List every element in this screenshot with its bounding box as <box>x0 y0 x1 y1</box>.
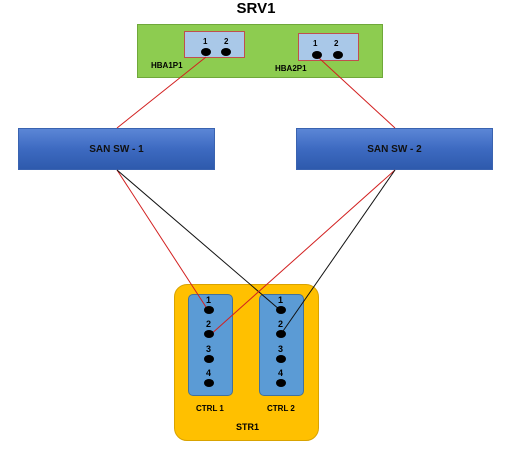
hba1-port-1-label: 1 <box>203 37 208 46</box>
storage-label: STR1 <box>236 422 260 432</box>
controller-2-label: CTRL 2 <box>267 404 295 413</box>
switch-to-storage-links <box>116 169 396 337</box>
controller-1-port-4-label: 4 <box>206 368 212 378</box>
link-san-sw-1-to-ctrl2-port-1 <box>116 169 281 311</box>
hba2-port-1-label: 1 <box>313 39 318 48</box>
hba2-port-2-label: 2 <box>334 39 339 48</box>
link-hba1-to-san-sw-1 <box>116 56 207 129</box>
ctrl2-port-4-dot <box>276 379 286 387</box>
ctrl1-port-3-dot <box>204 355 214 363</box>
link-san-sw-2-to-ctrl1-port-2 <box>208 169 396 337</box>
san-switch-2-label: SAN SW - 2 <box>367 143 422 155</box>
ctrl2-port-1-dot <box>276 306 286 314</box>
hba1-port-box <box>184 31 245 58</box>
server-to-switch-links <box>116 56 396 129</box>
link-hba2-to-san-sw-2 <box>318 57 396 129</box>
hba1-port-1-dot <box>201 48 211 56</box>
controller-2-port-2-label: 2 <box>278 319 284 329</box>
link-san-sw-2-to-ctrl2-port-2 <box>280 169 396 335</box>
server-title: SRV1 <box>236 0 276 17</box>
hba1-label: HBA1P1 <box>151 61 183 70</box>
san-switch-1: SAN SW - 1 <box>18 128 215 170</box>
ctrl1-port-1-dot <box>204 306 214 314</box>
controller-1-port-1-label: 1 <box>206 295 212 305</box>
hba2-port-2-dot <box>333 51 343 59</box>
hba1-port-2-label: 2 <box>224 37 229 46</box>
controller-1-port-2-label: 2 <box>206 319 212 329</box>
hba1-port-2-dot <box>221 48 231 56</box>
hba2-port-box <box>298 33 359 61</box>
ctrl1-port-4-dot <box>204 379 214 387</box>
hba2-label: HBA2P1 <box>275 64 307 73</box>
hba2-port-1-dot <box>312 51 322 59</box>
san-switch-1-label: SAN SW - 1 <box>89 143 144 155</box>
ctrl2-port-2-dot <box>276 330 286 338</box>
controller-2-port-1-label: 1 <box>278 295 284 305</box>
controller-1-port-3-label: 3 <box>206 344 212 354</box>
hba-port-dots <box>201 48 343 59</box>
controller-1-label: CTRL 1 <box>196 404 224 413</box>
link-san-sw-1-to-ctrl1-port-1 <box>116 169 207 308</box>
san-switch-2: SAN SW - 2 <box>296 128 493 170</box>
ctrl2-port-3-dot <box>276 355 286 363</box>
controller-2-port-3-label: 3 <box>278 344 284 354</box>
controller-2-port-4-label: 4 <box>278 368 284 378</box>
controller-port-dots <box>204 306 286 387</box>
ctrl1-port-2-dot <box>204 330 214 338</box>
